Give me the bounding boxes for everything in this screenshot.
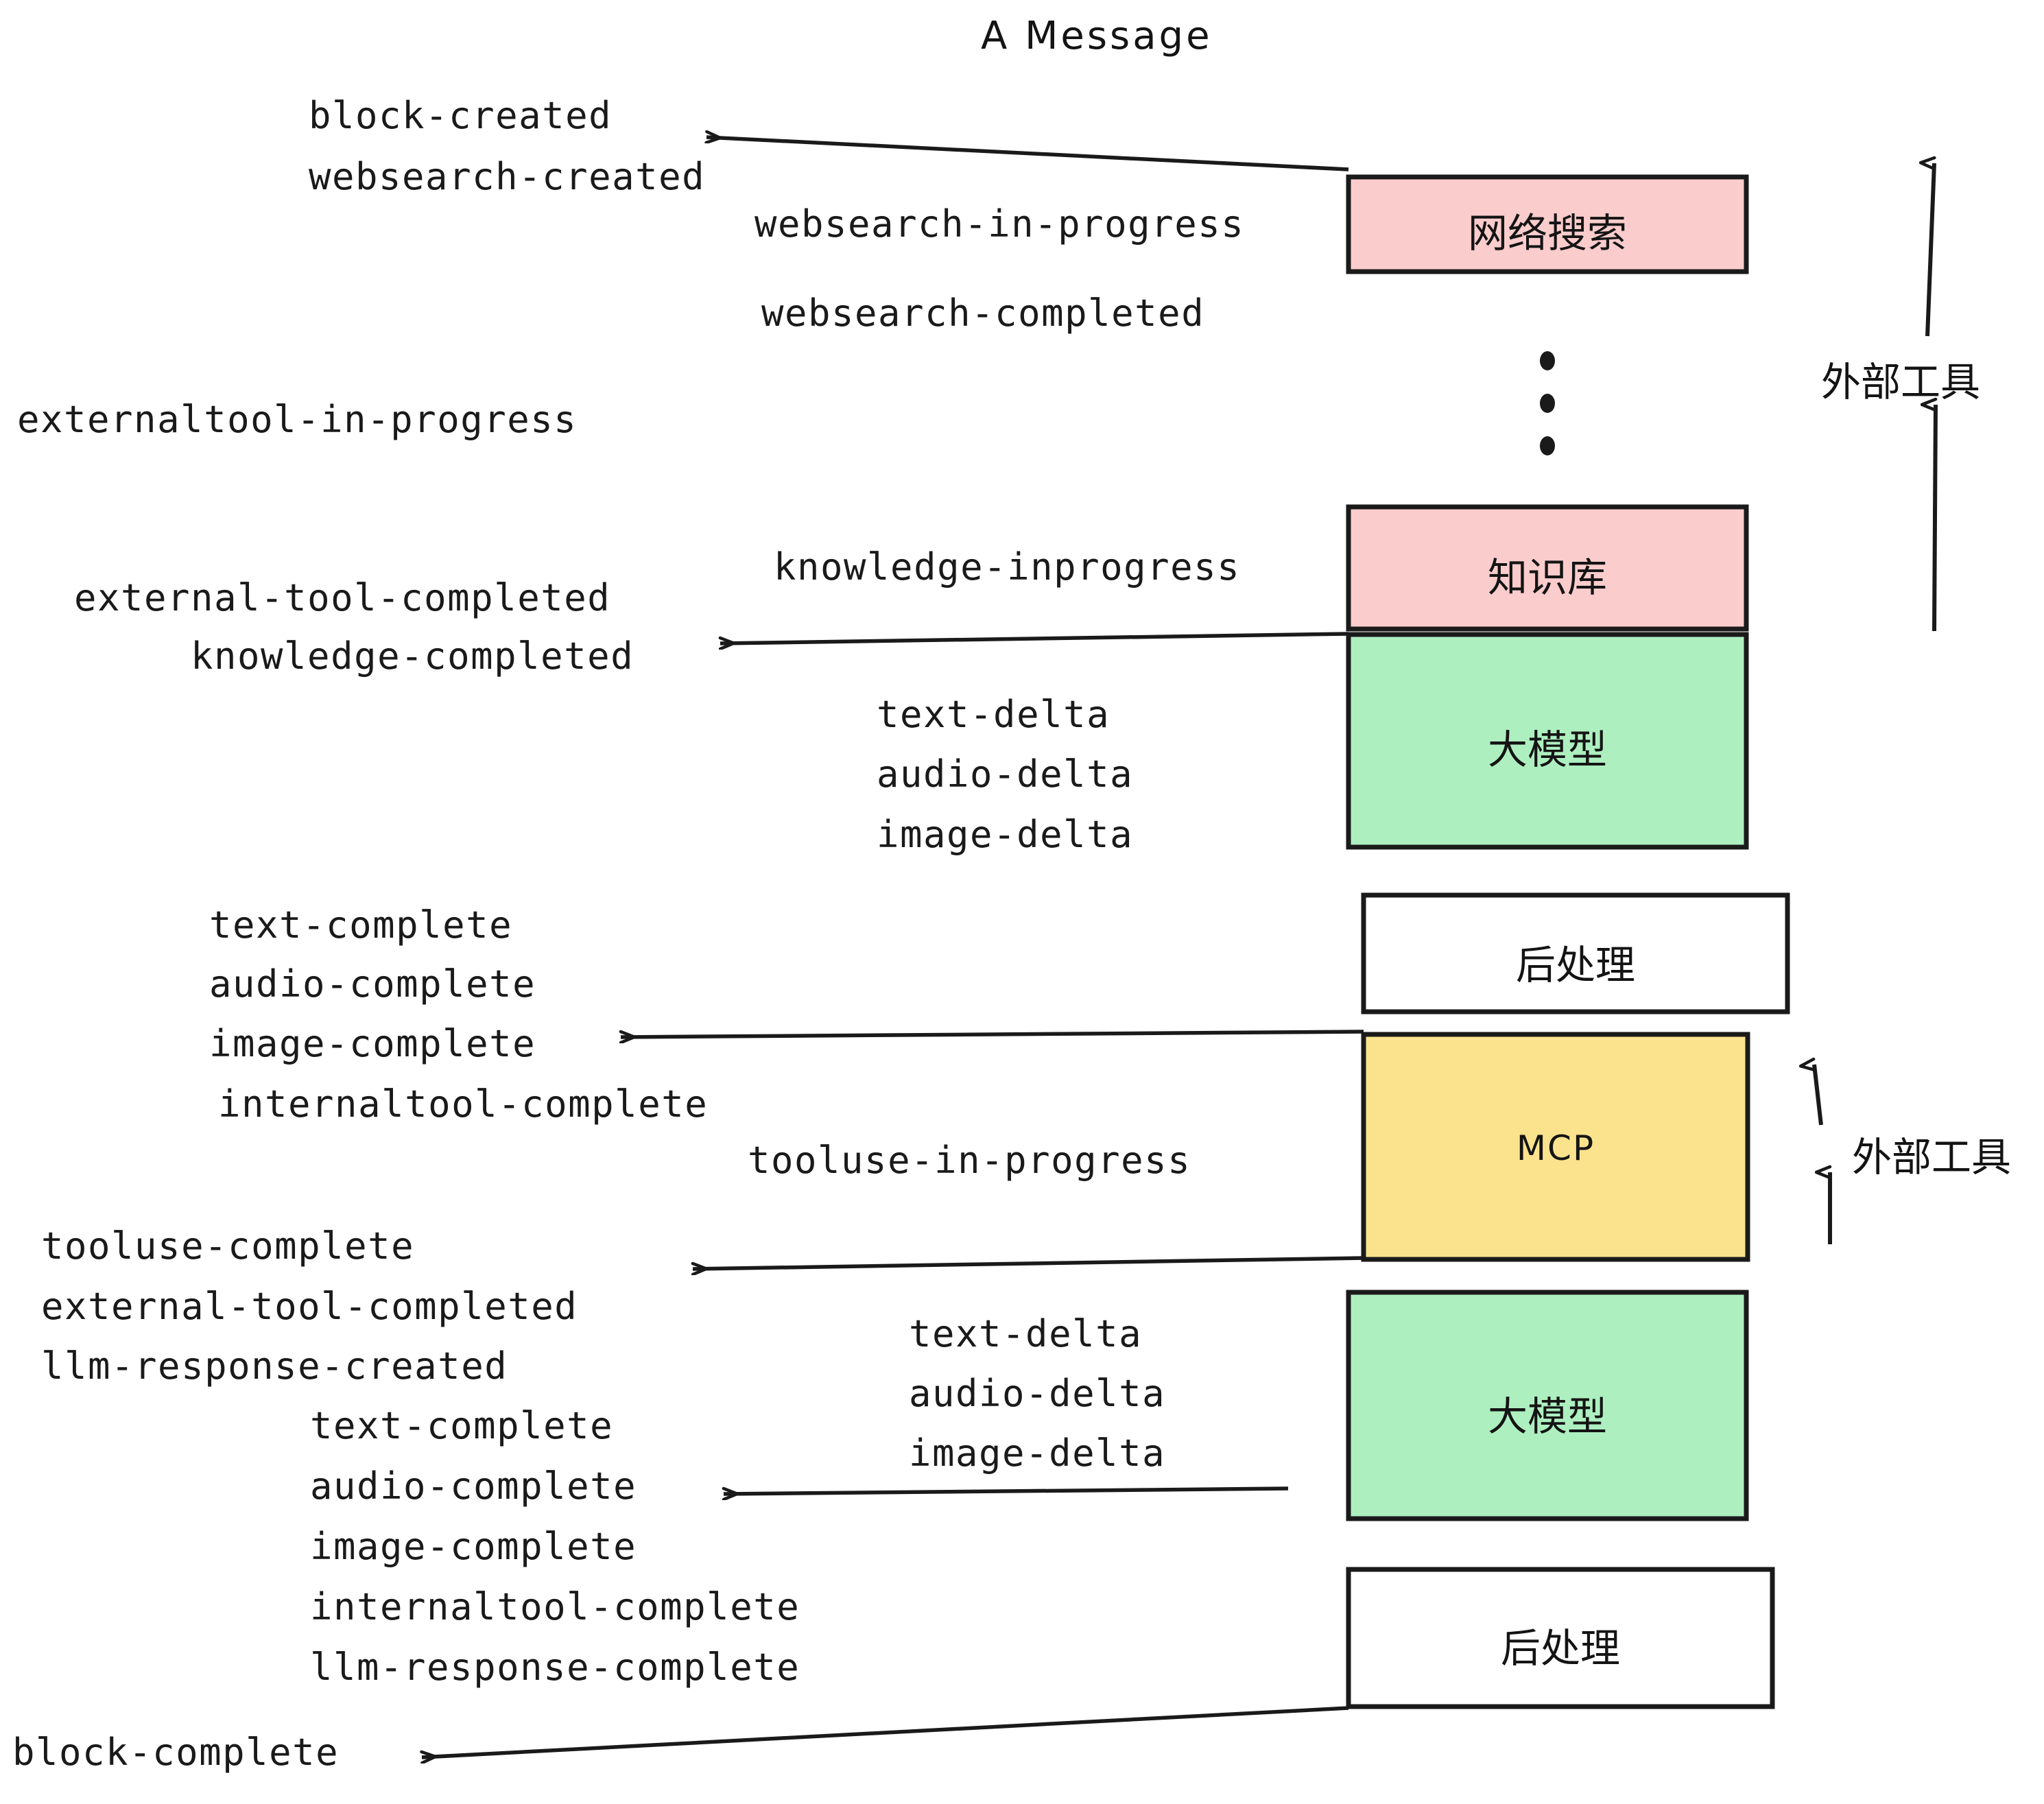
arrow-external-tools-top-up (1927, 163, 1936, 337)
event-tooluse-in-progress: tooluse-in-progress (748, 1139, 1191, 1182)
event-text-delta-2: text-delta (909, 1312, 1143, 1355)
event-image-complete-2: image-complete (310, 1525, 637, 1568)
event-text-delta-1: text-delta (877, 693, 1110, 736)
arrow-websearch-to-block-created (706, 137, 1349, 171)
ellipsis-dot (1540, 351, 1555, 370)
node-box-postprocess-2 (1346, 1567, 1775, 1709)
arrow-postprocess2-to-block-complete (422, 1706, 1349, 1757)
ellipsis-dot (1540, 394, 1555, 413)
node-box-websearch (1346, 174, 1749, 274)
event-websearch-completed: websearch-completed (761, 292, 1205, 335)
arrow-llm2-to-audio-complete (724, 1486, 1289, 1494)
arrow-knowledge-to-completed (720, 632, 1349, 643)
event-llm-response-created: llm-response-created (41, 1344, 508, 1388)
event-block-complete: block-complete (12, 1731, 340, 1774)
node-label-mcp: MCP (1516, 1128, 1595, 1168)
node-label-llm-2: 大模型 (1487, 1393, 1607, 1440)
node-label-postprocess-2: 后处理 (1500, 1625, 1620, 1672)
arrow-external-tools-bottom-up (1814, 1065, 1823, 1126)
event-audio-delta-1: audio-delta (877, 752, 1134, 796)
ellipsis-dot (1540, 436, 1555, 455)
event-audio-complete-2: audio-complete (310, 1464, 637, 1508)
node-box-llm-2 (1346, 1290, 1749, 1521)
node-label-llm-1: 大模型 (1487, 726, 1607, 773)
event-knowledge-completed: knowledge-completed (191, 634, 634, 678)
event-audio-complete-1: audio-complete (209, 962, 536, 1006)
event-image-delta-2: image-delta (909, 1432, 1166, 1475)
arrow-external-tools-top-down (1934, 405, 1938, 632)
node-label-websearch: 网络搜索 (1467, 210, 1627, 257)
node-label-knowledge: 知识库 (1487, 554, 1607, 601)
event-text-complete-1: text-complete (209, 903, 513, 947)
event-image-delta-1: image-delta (877, 813, 1134, 856)
event-text-complete-2: text-complete (310, 1404, 614, 1447)
event-block-created: block-created (309, 94, 613, 137)
side-label-external-tools-top: 外部工具 (1821, 359, 1981, 405)
side-label-external-tools-bottom: 外部工具 (1852, 1134, 2012, 1180)
event-tooluse-complete: tooluse-complete (41, 1224, 415, 1268)
event-websearch-in-progress: websearch-in-progress (754, 202, 1245, 246)
event-externaltool-in-progress: externaltool-in-progress (17, 398, 578, 441)
arrow-mcp-to-tooluse-complete (693, 1256, 1364, 1269)
event-knowledge-inprogress: knowledge-inprogress (774, 545, 1241, 589)
node-box-postprocess-1 (1361, 892, 1790, 1014)
event-internaltool-complete-1: internaltool-complete (218, 1082, 709, 1126)
node-box-llm-1 (1346, 632, 1749, 850)
event-audio-delta-2: audio-delta (909, 1372, 1166, 1415)
event-external-tool-completed-2: external-tool-completed (41, 1285, 578, 1328)
node-box-mcp (1361, 1032, 1750, 1262)
diagram-title: A Message (981, 14, 1213, 58)
event-image-complete-1: image-complete (209, 1022, 536, 1065)
arrow-postprocess1-to-image-complete (621, 1030, 1364, 1037)
event-websearch-created: websearch-created (309, 155, 706, 198)
event-external-tool-completed-1: external-tool-completed (74, 576, 611, 619)
event-internaltool-complete-2: internaltool-complete (310, 1585, 800, 1628)
event-llm-response-complete: llm-response-complete (310, 1646, 800, 1689)
node-box-knowledge (1346, 504, 1749, 632)
node-label-postprocess-1: 后处理 (1515, 942, 1635, 988)
